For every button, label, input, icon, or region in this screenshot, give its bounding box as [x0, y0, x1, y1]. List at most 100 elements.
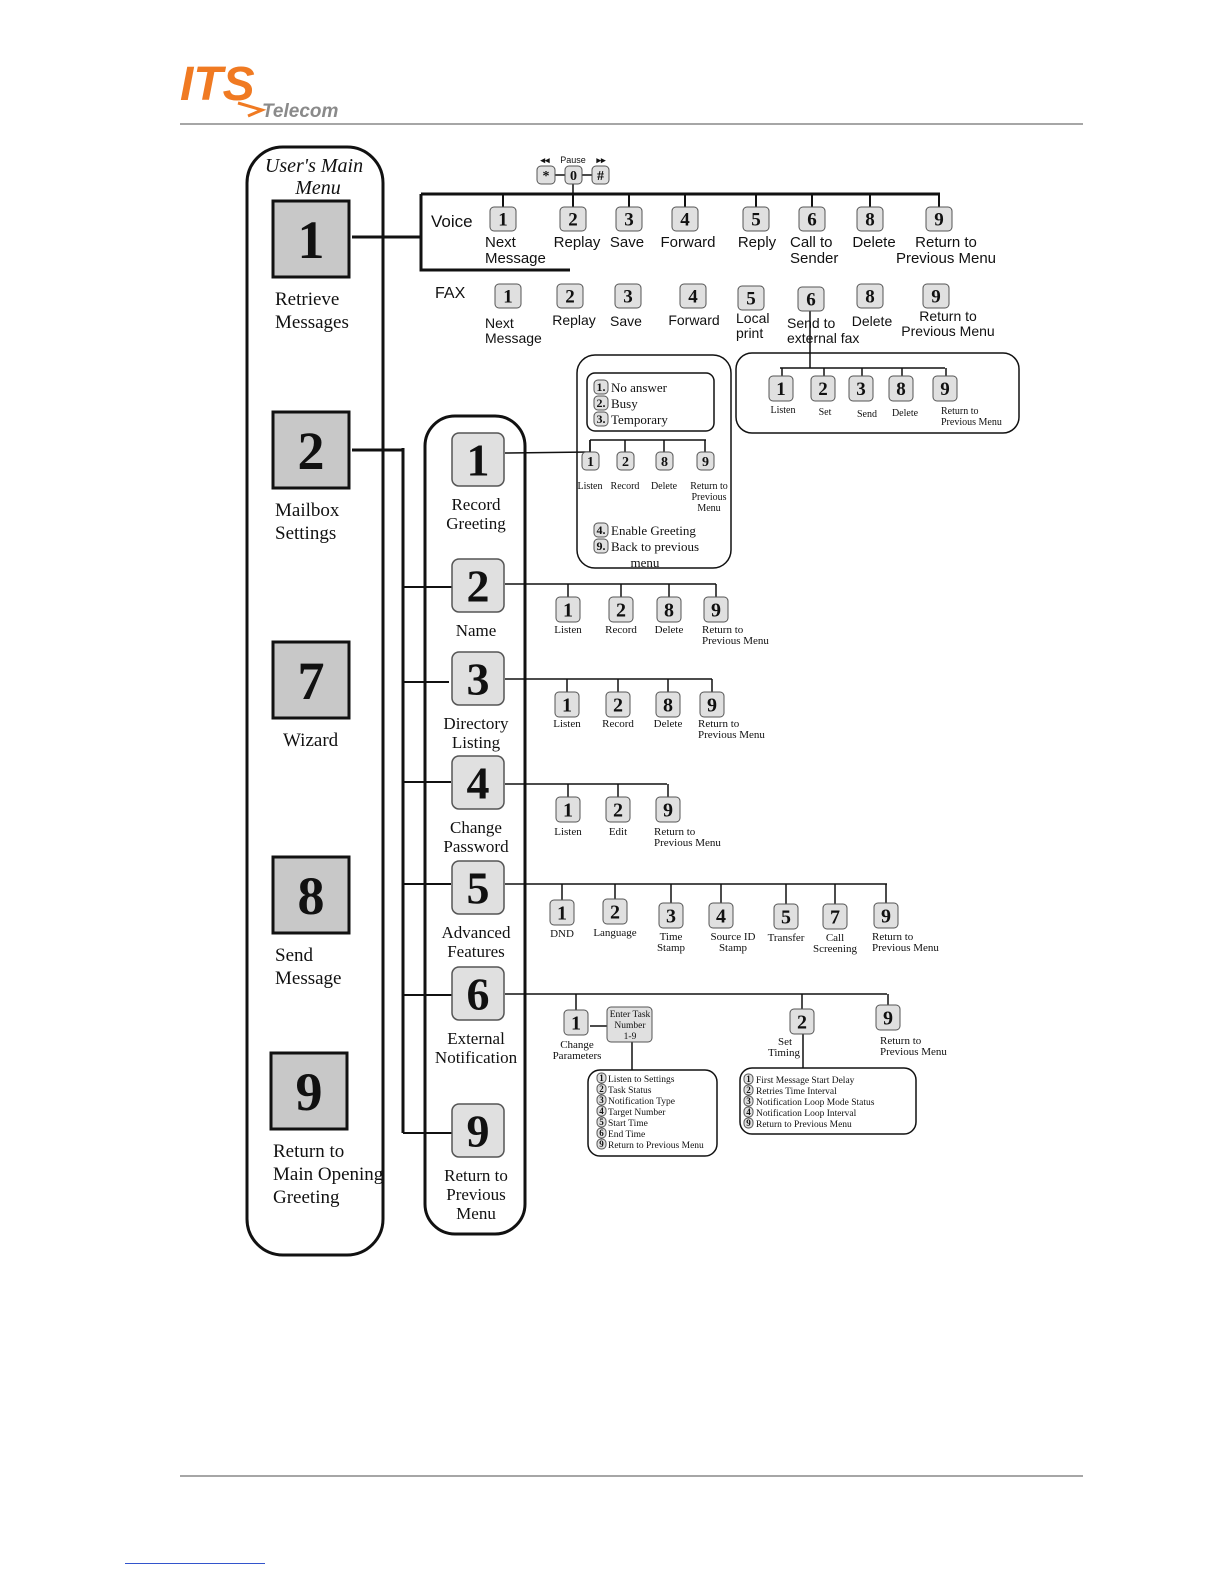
fax-external-key-1[interactable]: 1	[768, 375, 794, 402]
settings-key-5[interactable]: 5	[451, 860, 505, 915]
key-number: 6	[807, 210, 817, 231]
greeting-action-key-1[interactable]: 1	[581, 451, 600, 471]
fax-key-6[interactable]: 6	[797, 286, 825, 312]
key-face	[797, 286, 825, 312]
greeting-type-key[interactable]: 3.	[593, 411, 609, 427]
timing-list-key[interactable]: 1	[743, 1073, 754, 1085]
main-menu-key-9[interactable]: 9	[269, 1051, 349, 1131]
voice-key-5[interactable]: 5	[742, 206, 770, 232]
main-menu-key-1[interactable]: 1	[271, 199, 351, 279]
name-action-key-9[interactable]: 9	[703, 596, 729, 623]
fax-key-3[interactable]: 3	[614, 283, 642, 309]
greeting-extra-key[interactable]: 9.	[593, 538, 609, 554]
footer-link-underline[interactable]	[125, 1563, 265, 1564]
greeting-extra-key[interactable]: 4.	[593, 522, 609, 538]
timing-list-key[interactable]: 2	[743, 1084, 754, 1096]
advanced-action-key-4[interactable]: 4	[708, 902, 734, 929]
password-action-key-1[interactable]: 1	[555, 796, 581, 823]
notification-return-key[interactable]: 9	[875, 1004, 901, 1031]
key-number: 2.	[597, 396, 606, 410]
fax-external-key-3[interactable]: 3	[848, 375, 874, 402]
key-star-button[interactable]: *	[536, 165, 556, 185]
voice-key-3[interactable]: 3	[615, 206, 643, 232]
directory-action-key-8[interactable]: 8	[655, 691, 681, 718]
advanced-action-key-7[interactable]: 7	[822, 903, 848, 930]
name-action-key-1[interactable]: 1	[555, 596, 581, 623]
advanced-action-label: Screening	[813, 943, 857, 955]
name-action-key-8[interactable]: 8	[656, 596, 682, 623]
settings-key-1[interactable]: 1	[451, 432, 505, 487]
param-list-key[interactable]: 5	[596, 1116, 607, 1128]
timing-list-key[interactable]: 3	[743, 1095, 754, 1107]
voice-key-8[interactable]: 8	[856, 206, 884, 232]
key-face	[608, 596, 634, 623]
voice-key-6[interactable]: 6	[798, 206, 826, 232]
voice-key-4[interactable]: 4	[671, 206, 699, 232]
fax-key-9[interactable]: 9	[922, 283, 950, 309]
notification-return-label: Return to	[880, 1035, 922, 1047]
key-face	[655, 796, 681, 823]
greeting-type-key[interactable]: 1.	[593, 379, 609, 395]
advanced-action-key-3[interactable]: 3	[658, 902, 684, 929]
settings-key-4[interactable]: 4	[451, 755, 505, 810]
fax-key-8[interactable]: 8	[856, 283, 884, 309]
main-menu-key-8[interactable]: 8	[271, 855, 351, 935]
param-list-key[interactable]: 1	[596, 1072, 607, 1084]
key-face	[593, 522, 609, 538]
main-menu-label: Main Opening	[273, 1164, 384, 1185]
timing-list-key[interactable]: 9	[743, 1117, 754, 1129]
greeting-action-key-9[interactable]: 9	[696, 451, 715, 471]
voice-key-1[interactable]: 1	[489, 206, 517, 232]
key-zero-button[interactable]: 0	[564, 165, 583, 185]
directory-action-key-9[interactable]: 9	[699, 691, 725, 718]
greeting-action-key-2[interactable]: 2	[616, 451, 635, 471]
greeting-type-key[interactable]: 2.	[593, 395, 609, 411]
settings-key-2[interactable]: 2	[451, 558, 505, 613]
settings-key-6[interactable]: 6	[451, 966, 505, 1021]
param-list-key[interactable]: 6	[596, 1127, 607, 1139]
voice-label: Voice	[431, 212, 473, 231]
directory-action-key-2[interactable]: 2	[605, 691, 631, 718]
key-number: 4.	[597, 523, 606, 537]
fax-key-5[interactable]: 5	[737, 285, 765, 311]
notification-timing-label: Timing	[768, 1047, 801, 1059]
param-list-key[interactable]: 4	[596, 1105, 607, 1117]
settings-key-3[interactable]: 3	[451, 651, 505, 706]
param-list-key[interactable]: 3	[596, 1094, 607, 1106]
name-action-label: Return to	[702, 624, 744, 636]
main-menu-key-7[interactable]: 7	[271, 640, 351, 720]
voice-key-9[interactable]: 9	[925, 206, 953, 232]
fax-key-1[interactable]: 1	[494, 283, 522, 309]
name-action-label: Record	[605, 624, 637, 636]
settings-key-9[interactable]: 9	[451, 1103, 505, 1158]
advanced-action-key-9[interactable]: 9	[873, 902, 899, 929]
settings-option-label: Return to	[444, 1166, 508, 1185]
key-number: 7	[830, 907, 840, 929]
advanced-action-key-5[interactable]: 5	[773, 903, 799, 930]
fax-external-key-2[interactable]: 2	[810, 375, 836, 402]
advanced-action-key-1[interactable]: 1	[549, 899, 575, 926]
notification-change-parameters-key[interactable]: 1	[563, 1009, 589, 1036]
fax-option-label: external fax	[787, 330, 859, 346]
voice-key-2[interactable]: 2	[559, 206, 587, 232]
greeting-action-key-8[interactable]: 8	[655, 451, 674, 471]
main-menu-key-2[interactable]: 2	[271, 410, 351, 490]
name-action-label: Delete	[655, 624, 684, 636]
fax-key-4[interactable]: 4	[679, 283, 707, 309]
fax-external-key-8[interactable]: 8	[888, 375, 914, 402]
fax-external-key-9[interactable]: 9	[932, 375, 958, 402]
key-face	[656, 596, 682, 623]
name-action-key-2[interactable]: 2	[608, 596, 634, 623]
directory-action-key-1[interactable]: 1	[554, 691, 580, 718]
key-face	[856, 283, 884, 309]
param-list-key[interactable]: 2	[596, 1083, 607, 1095]
advanced-action-key-2[interactable]: 2	[602, 898, 628, 925]
timing-list-key[interactable]: 4	[743, 1106, 754, 1118]
key-hash-button[interactable]: #	[591, 165, 610, 185]
enter-task-number-box[interactable]	[606, 1006, 653, 1043]
fax-key-2[interactable]: 2	[556, 283, 584, 309]
password-action-key-2[interactable]: 2	[605, 796, 631, 823]
notification-set-timing-key[interactable]: 2	[789, 1008, 815, 1035]
password-action-key-9[interactable]: 9	[655, 796, 681, 823]
param-list-key[interactable]: 9	[596, 1138, 607, 1150]
